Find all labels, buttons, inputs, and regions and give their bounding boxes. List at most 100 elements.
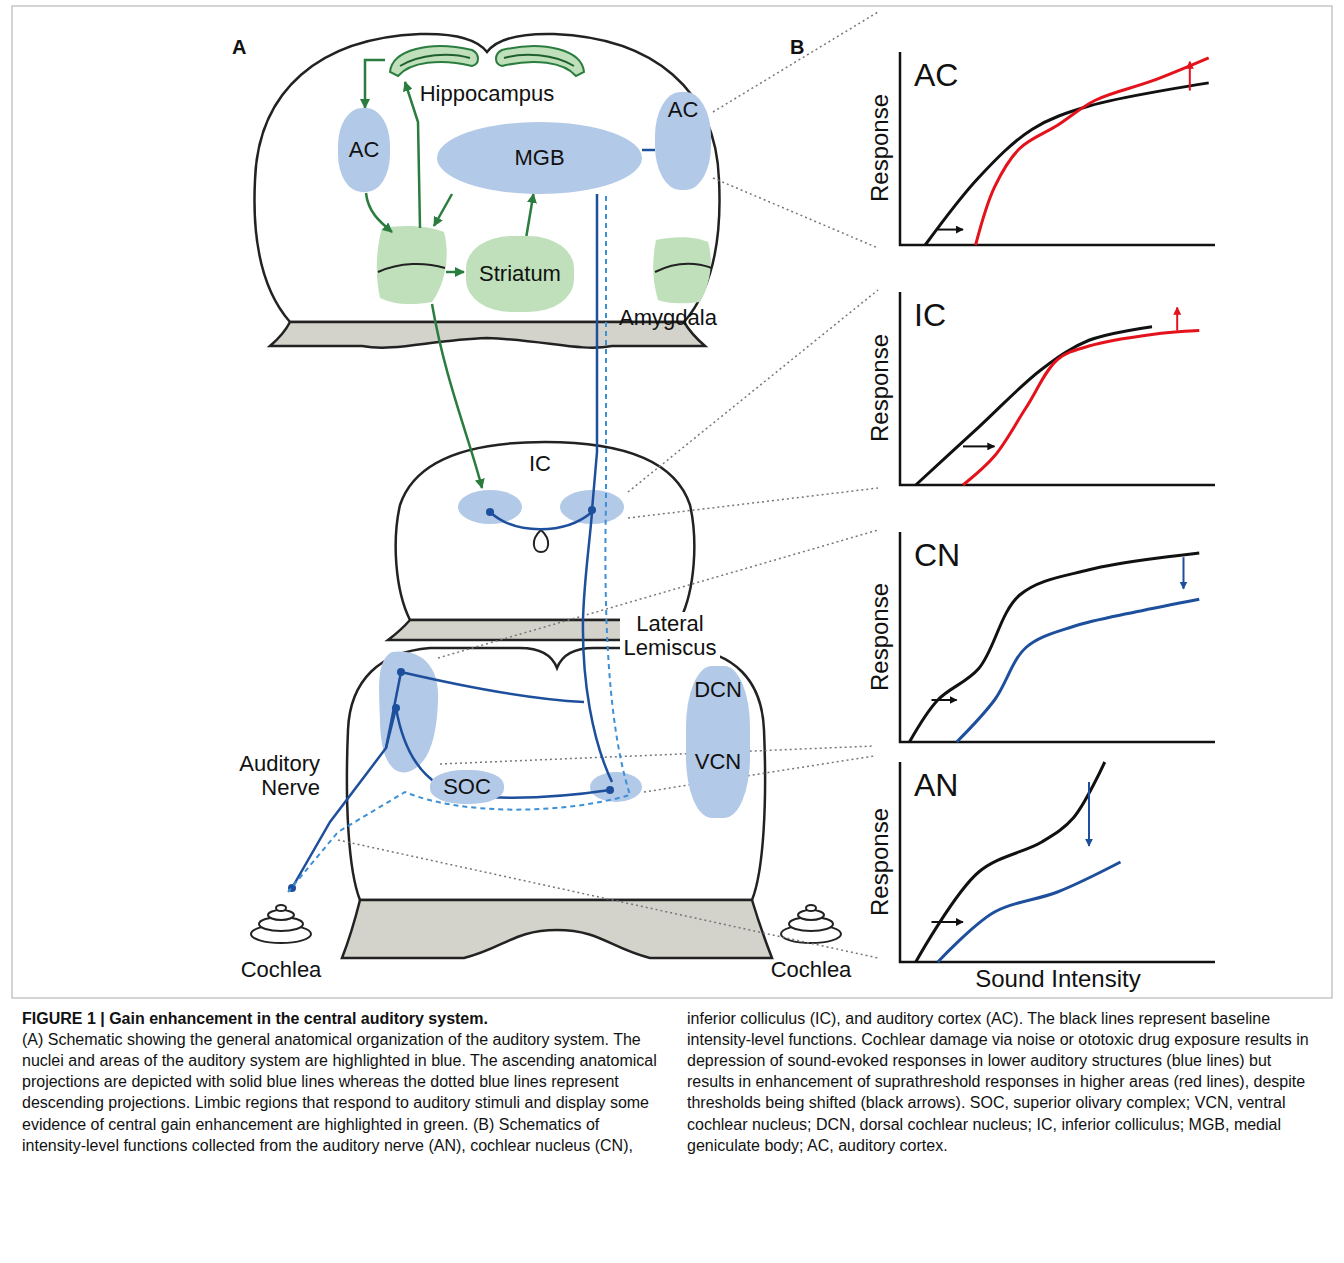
- limbic-projection: [366, 193, 392, 232]
- olivary-region: SOC: [430, 770, 504, 804]
- gain-arrow: [1176, 307, 1178, 330]
- intensity-chart: AN Response: [862, 758, 1220, 966]
- region-label: Cochlea: [771, 958, 852, 982]
- cortex-region: AC: [338, 108, 390, 192]
- cortex-region: AC: [655, 92, 711, 190]
- ascending-pathway: [292, 140, 700, 888]
- intensity-chart: IC Response: [862, 288, 1220, 488]
- region-label: VCN: [695, 750, 741, 774]
- gain-arrow: [1088, 782, 1090, 846]
- limbic-regions: [496, 46, 584, 76]
- leader-lines: [644, 756, 874, 792]
- auditory-nuclei: [379, 651, 438, 772]
- panel-letter: B: [790, 36, 804, 58]
- chart-title: AN: [914, 768, 958, 803]
- ascending-pathway: [401, 672, 584, 702]
- region-label: AC: [349, 138, 380, 162]
- region-label: MGB: [514, 146, 564, 170]
- damage-curve: [957, 599, 1200, 742]
- axis-title: Response: [867, 94, 893, 202]
- region-label: DCN: [694, 678, 742, 702]
- thalamus-region: MGB: [437, 122, 642, 194]
- cochlea: Cochlea: [755, 880, 867, 984]
- caption-text: (A) Schematic showing the general anatom…: [22, 1008, 1322, 1156]
- region-label: Striatum: [479, 262, 561, 286]
- cochlea: Cochlea: [225, 880, 337, 984]
- intensity-chart: CN Response: [862, 528, 1220, 746]
- chart-title: CN: [914, 538, 960, 573]
- brain-section: [342, 900, 772, 958]
- damage-curve: [938, 862, 1121, 962]
- baseline-curve: [925, 83, 1208, 245]
- region-label: Cochlea: [241, 958, 322, 982]
- synapse-dot: [606, 786, 614, 794]
- figure-caption: FIGURE 1 | Gain enhancement in the centr…: [22, 1008, 1322, 1156]
- brain-section: [254, 34, 772, 958]
- figure: HippocampusACMGBACStriatumAmygdalaICDCNV…: [0, 0, 1344, 1000]
- axis-title: Sound Intensity: [948, 966, 1168, 992]
- brain-section: [347, 648, 765, 900]
- limbic-projection: [434, 194, 452, 226]
- threshold-arrow: [932, 921, 964, 923]
- region-label: SOC: [443, 775, 491, 799]
- region-label: Hippocampus: [420, 82, 555, 106]
- chart-title: AC: [914, 58, 958, 93]
- region-label: AC: [668, 98, 699, 122]
- synapse-dot: [588, 506, 596, 514]
- synapse-dot: [392, 704, 400, 712]
- region-label: Amygdala: [619, 306, 717, 330]
- leader-lines: [338, 840, 878, 958]
- damage-curve: [976, 58, 1209, 245]
- striatum-region: Striatum: [466, 236, 574, 312]
- figure-title: FIGURE 1 | Gain enhancement in the centr…: [22, 1008, 657, 1029]
- axis-title: Response: [867, 808, 893, 916]
- colliculus-region: IC: [450, 452, 630, 530]
- hippocampus-region: Hippocampus: [385, 36, 589, 108]
- projection-connector: [642, 149, 655, 152]
- leader-lines: [628, 488, 878, 518]
- baseline-curve: [916, 327, 1152, 485]
- synapse-dot: [397, 668, 405, 676]
- threshold-arrow: [932, 699, 957, 701]
- cochlea-symbol: [276, 905, 286, 911]
- chart-axes: [900, 52, 1215, 245]
- projection-connector: [526, 194, 533, 236]
- threshold-arrow: [938, 229, 963, 231]
- ascending-pathway: [490, 512, 592, 529]
- limbic-regions: [390, 46, 478, 76]
- leader-lines: [713, 178, 878, 248]
- chart-axes: [900, 762, 1215, 962]
- nerve-label: Auditory Nerve: [220, 752, 320, 800]
- gain-arrow: [1189, 62, 1191, 91]
- limbic-regions: [377, 46, 712, 304]
- chart-title: IC: [914, 298, 946, 333]
- leader-lines: [338, 12, 878, 958]
- limbic-projection: [446, 271, 464, 274]
- auditory-nuclei: [590, 772, 642, 802]
- limbic-regions: [400, 55, 574, 66]
- intensity-chart: AC Response: [862, 48, 1220, 248]
- cochlea-symbol: [251, 905, 311, 943]
- threshold-arrow: [963, 445, 995, 447]
- limbic-projection: [432, 304, 482, 488]
- baseline-curve: [909, 553, 1199, 742]
- leader-lines: [713, 12, 878, 112]
- limbic-projection: [405, 82, 420, 228]
- tract-label: Lateral Lemiscus: [620, 612, 720, 660]
- projection-connector: [596, 194, 599, 452]
- axis-title: Response: [867, 583, 893, 691]
- descending-pathway: [288, 196, 630, 892]
- gain-arrow: [1183, 557, 1185, 589]
- cochlear-nucleus: DCN VCN: [686, 666, 750, 818]
- auditory-nuclei: [458, 490, 522, 524]
- axis-title: Response: [867, 334, 893, 442]
- chart-axes: [900, 532, 1215, 742]
- panel-letter: A: [232, 36, 246, 58]
- auditory-nuclei: [379, 490, 642, 802]
- chart-axes: [900, 292, 1215, 485]
- ascending-pathway: [592, 452, 597, 510]
- limbic-regions: [653, 237, 711, 303]
- intensity-charts: [900, 52, 1215, 962]
- synapse-dot: [486, 508, 494, 516]
- ascending-pathway: [386, 672, 401, 748]
